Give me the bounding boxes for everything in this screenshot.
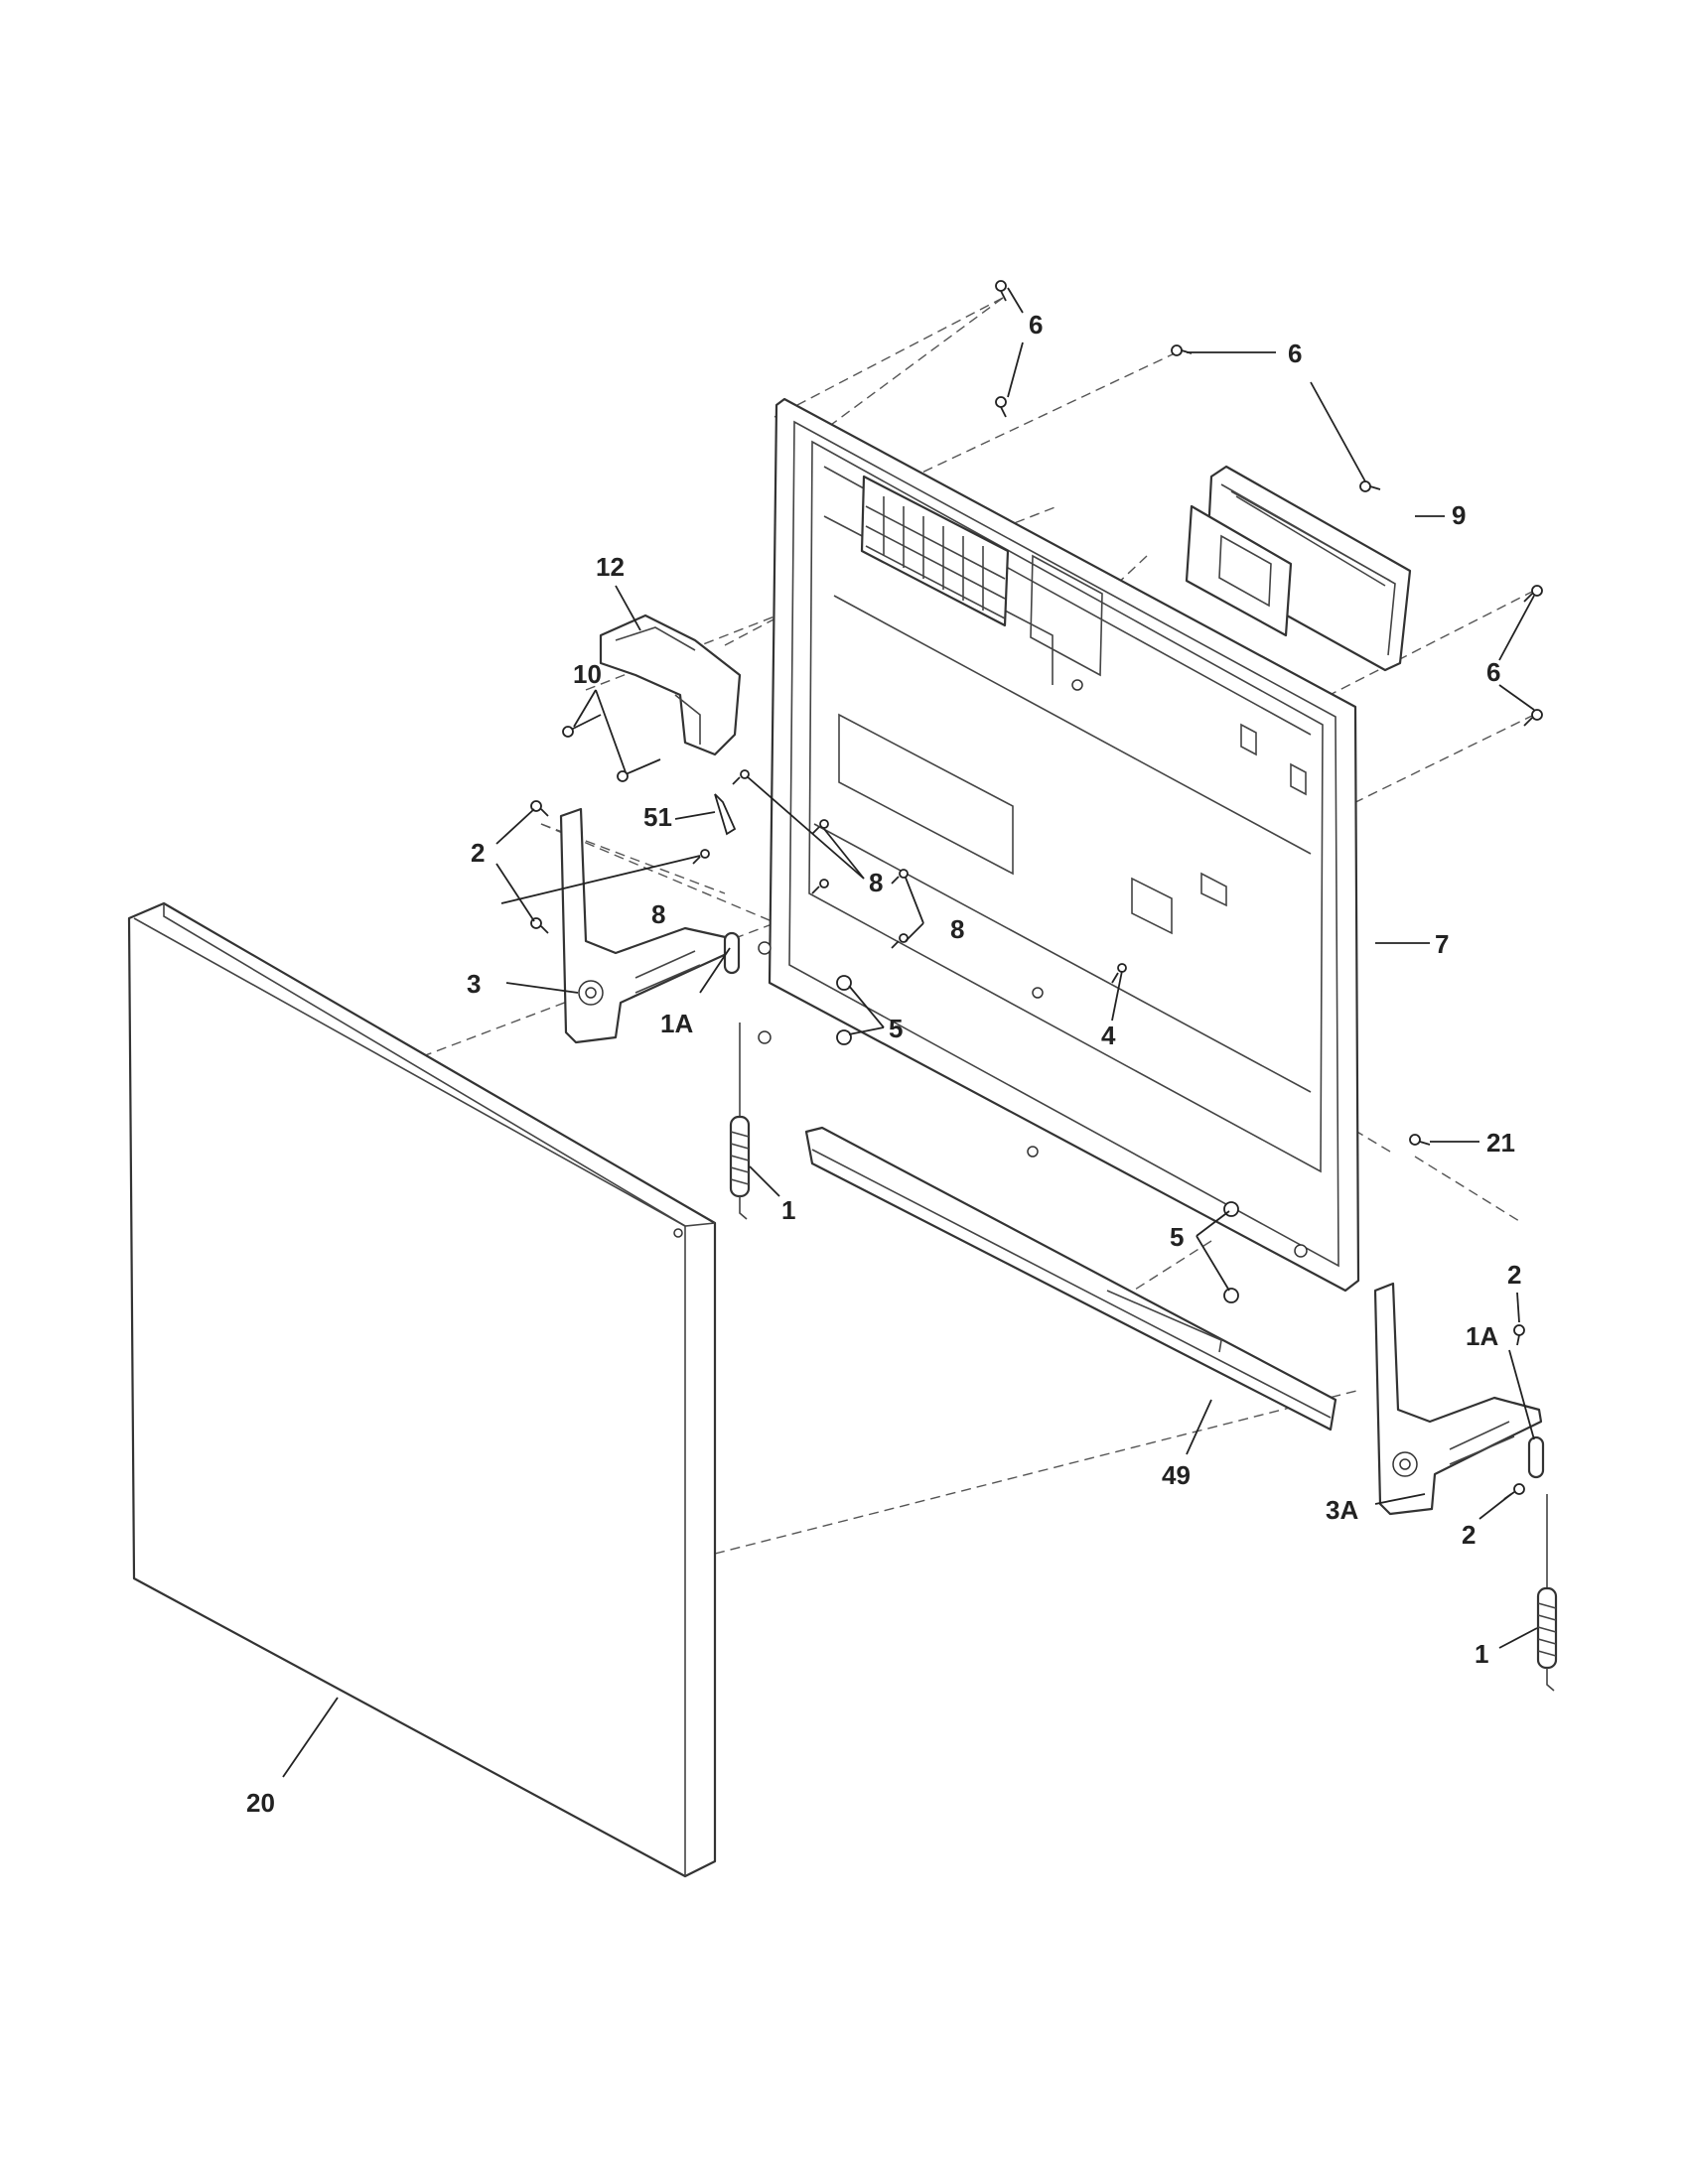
callout-3: 3 (467, 969, 481, 999)
outer-door-panel (127, 901, 717, 1878)
callout-10: 10 (573, 659, 602, 689)
door-springs (729, 1023, 1558, 1692)
callout-6-top: 6 (1029, 310, 1043, 340)
callout-8-mid: 8 (869, 868, 883, 897)
callout-6-right: 6 (1486, 657, 1500, 687)
right-hinge (1373, 1282, 1543, 1516)
hinge-tabs (723, 931, 1545, 1479)
latch-screws (562, 714, 661, 782)
callout-1-left: 1 (781, 1195, 795, 1225)
callout-2-right-bottom: 2 (1462, 1520, 1476, 1550)
callout-1-right: 1 (1475, 1639, 1488, 1669)
door-latch (599, 614, 742, 756)
left-hinge (559, 807, 735, 1044)
callout-51: 51 (643, 802, 672, 832)
callout-12: 12 (596, 552, 625, 582)
control-module (1185, 465, 1412, 672)
callout-49: 49 (1162, 1460, 1191, 1490)
callout-5-right: 5 (1170, 1222, 1184, 1252)
callout-20: 20 (246, 1788, 275, 1818)
callout-5-left: 5 (889, 1014, 903, 1043)
callout-2-right-top: 2 (1507, 1260, 1521, 1290)
callout-1a-right: 1A (1466, 1321, 1498, 1351)
callout-1a-left: 1A (660, 1009, 693, 1038)
callout-9: 9 (1452, 500, 1466, 530)
inner-door-panel (758, 397, 1360, 1293)
callout-labels: 6 6 9 6 12 10 51 2 8 8 8 7 3 5 4 1A 21 1… (246, 310, 1521, 1818)
callout-6-module: 6 (1288, 339, 1302, 368)
bottom-trim-strip (804, 1126, 1337, 1432)
callout-3a: 3A (1326, 1495, 1358, 1525)
callout-8-left: 8 (651, 899, 665, 929)
leader-lines (282, 287, 1538, 1778)
callout-8-right: 8 (950, 914, 964, 944)
callout-2-left: 2 (471, 838, 485, 868)
callout-21: 21 (1486, 1128, 1515, 1158)
callout-4: 4 (1101, 1021, 1116, 1050)
callout-7: 7 (1435, 929, 1449, 959)
